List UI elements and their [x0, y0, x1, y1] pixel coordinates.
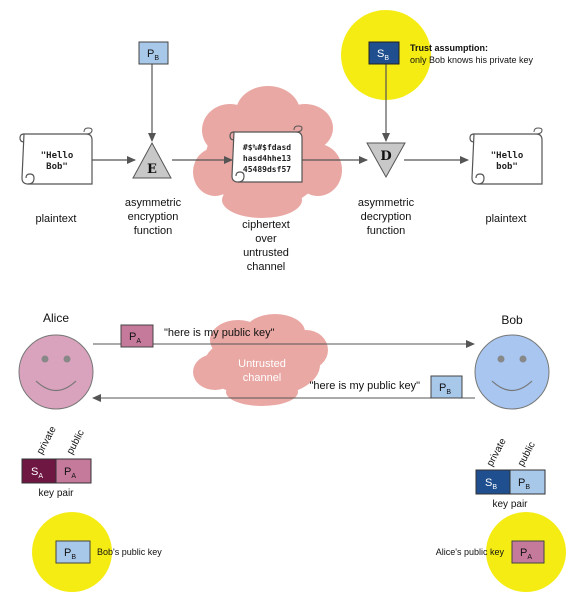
decrypt-symbol: D	[380, 149, 391, 164]
bob-private-label: private	[485, 436, 509, 468]
alice-private-key: SA	[21, 458, 57, 484]
ciphertext-doc: #$%#$fdasd hasd4hhe13 45489dsf57	[229, 125, 303, 183]
svg-text:PA: PA	[64, 466, 76, 480]
channel-label-2: channel	[243, 372, 282, 384]
encryption-function-triangle: E	[132, 141, 172, 179]
svg-text:PA: PA	[520, 547, 532, 561]
alice-knows-text: Bob's public key	[97, 547, 162, 557]
plaintext-left-line1: "Hello	[41, 151, 74, 161]
cipher-label-1: ciphertext	[242, 219, 290, 231]
svg-text:SB: SB	[377, 48, 389, 62]
alice-private-label: private	[35, 424, 59, 456]
alice-keypair-label: key pair	[38, 488, 74, 499]
svg-text:PB: PB	[518, 477, 530, 491]
plaintext-right-line2: bob"	[496, 162, 518, 172]
cipher-line1: #$%#$fdasd	[243, 143, 291, 152]
svg-text:PB: PB	[147, 48, 159, 62]
plaintext-left-doc: "Hello Bob"	[19, 127, 93, 185]
cipher-label-2: over	[255, 233, 277, 245]
trust-title: Trust assumption:	[410, 43, 488, 53]
bob-keypair-label: key pair	[492, 499, 528, 510]
plaintext-left-label: plaintext	[36, 213, 77, 225]
decrypt-label-2: decryption	[361, 211, 412, 223]
public-key-pb-top: PB	[138, 41, 169, 65]
untrusted-cloud-bottom	[193, 314, 328, 406]
alice-face	[18, 334, 94, 410]
encrypt-symbol: E	[147, 162, 157, 177]
bob-message: "here is my public key"	[309, 380, 420, 392]
decryption-function-triangle: D	[366, 142, 406, 179]
trust-text: only Bob knows his private key	[410, 55, 534, 65]
plaintext-right-line1: "Hello	[491, 151, 524, 161]
channel-label-1: Untrusted	[238, 358, 286, 370]
bob-sent-key: PB	[430, 375, 463, 399]
svg-text:SA: SA	[31, 466, 43, 480]
alice-name: Alice	[43, 311, 69, 325]
encrypt-label-1: asymmetric	[125, 197, 182, 209]
cipher-line3: 45489dsf57	[243, 165, 291, 174]
bob-face	[474, 334, 550, 410]
bob-knows-key: PA	[511, 540, 545, 564]
alice-public-key: PA	[55, 458, 92, 484]
bob-private-key: SB	[475, 469, 511, 495]
encrypt-label-3: function	[134, 225, 173, 237]
alice-knows-key: PB	[55, 540, 91, 564]
plaintext-right-label: plaintext	[486, 213, 527, 225]
svg-text:PA: PA	[129, 331, 141, 345]
alice-message: "here is my public key"	[164, 327, 275, 339]
bob-public-label: public	[516, 440, 538, 468]
bob-public-key: PB	[509, 469, 546, 495]
private-key-sb-top: SB	[368, 41, 400, 65]
cipher-line2: hasd4hhe13	[243, 154, 291, 163]
plaintext-left-line2: Bob"	[46, 162, 68, 172]
alice-public-label: public	[65, 428, 87, 456]
alice-sent-key: PA	[120, 324, 154, 348]
encrypt-label-2: encryption	[128, 211, 179, 223]
svg-text:SB: SB	[485, 477, 497, 491]
decrypt-label-3: function	[367, 225, 406, 237]
cipher-label-4: channel	[247, 261, 286, 273]
bob-name: Bob	[501, 313, 523, 327]
plaintext-right-doc: "Hello bob"	[469, 127, 543, 185]
bob-knows-text: Alice's public key	[436, 547, 505, 557]
cipher-label-3: untrusted	[243, 247, 289, 259]
svg-text:PB: PB	[439, 382, 451, 396]
decrypt-label-1: asymmetric	[358, 197, 415, 209]
svg-text:PB: PB	[64, 547, 76, 561]
